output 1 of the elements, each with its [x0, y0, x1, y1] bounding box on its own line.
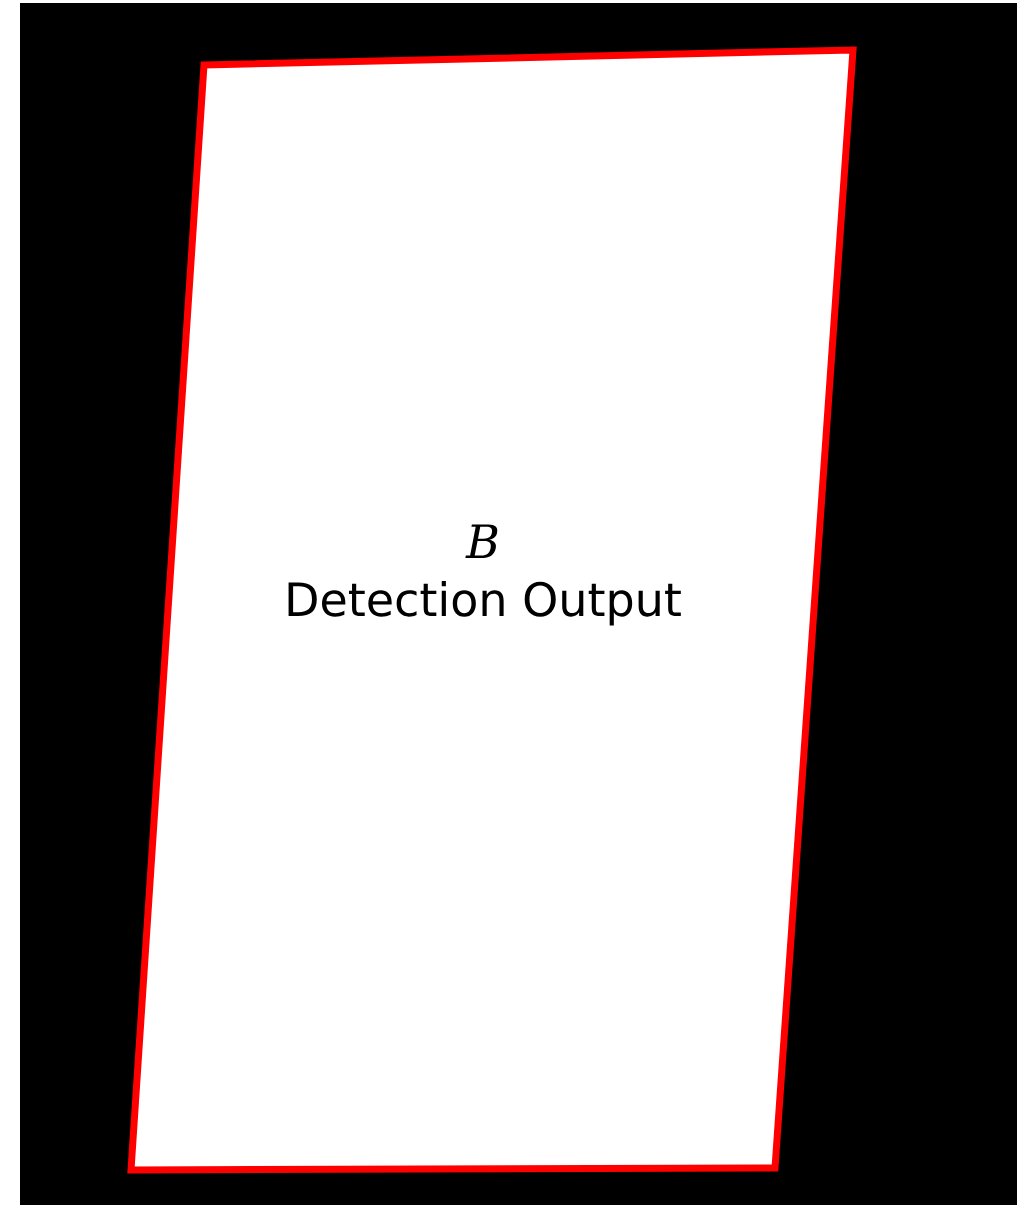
parallelogram-box: B Detection Output: [127, 46, 857, 1174]
